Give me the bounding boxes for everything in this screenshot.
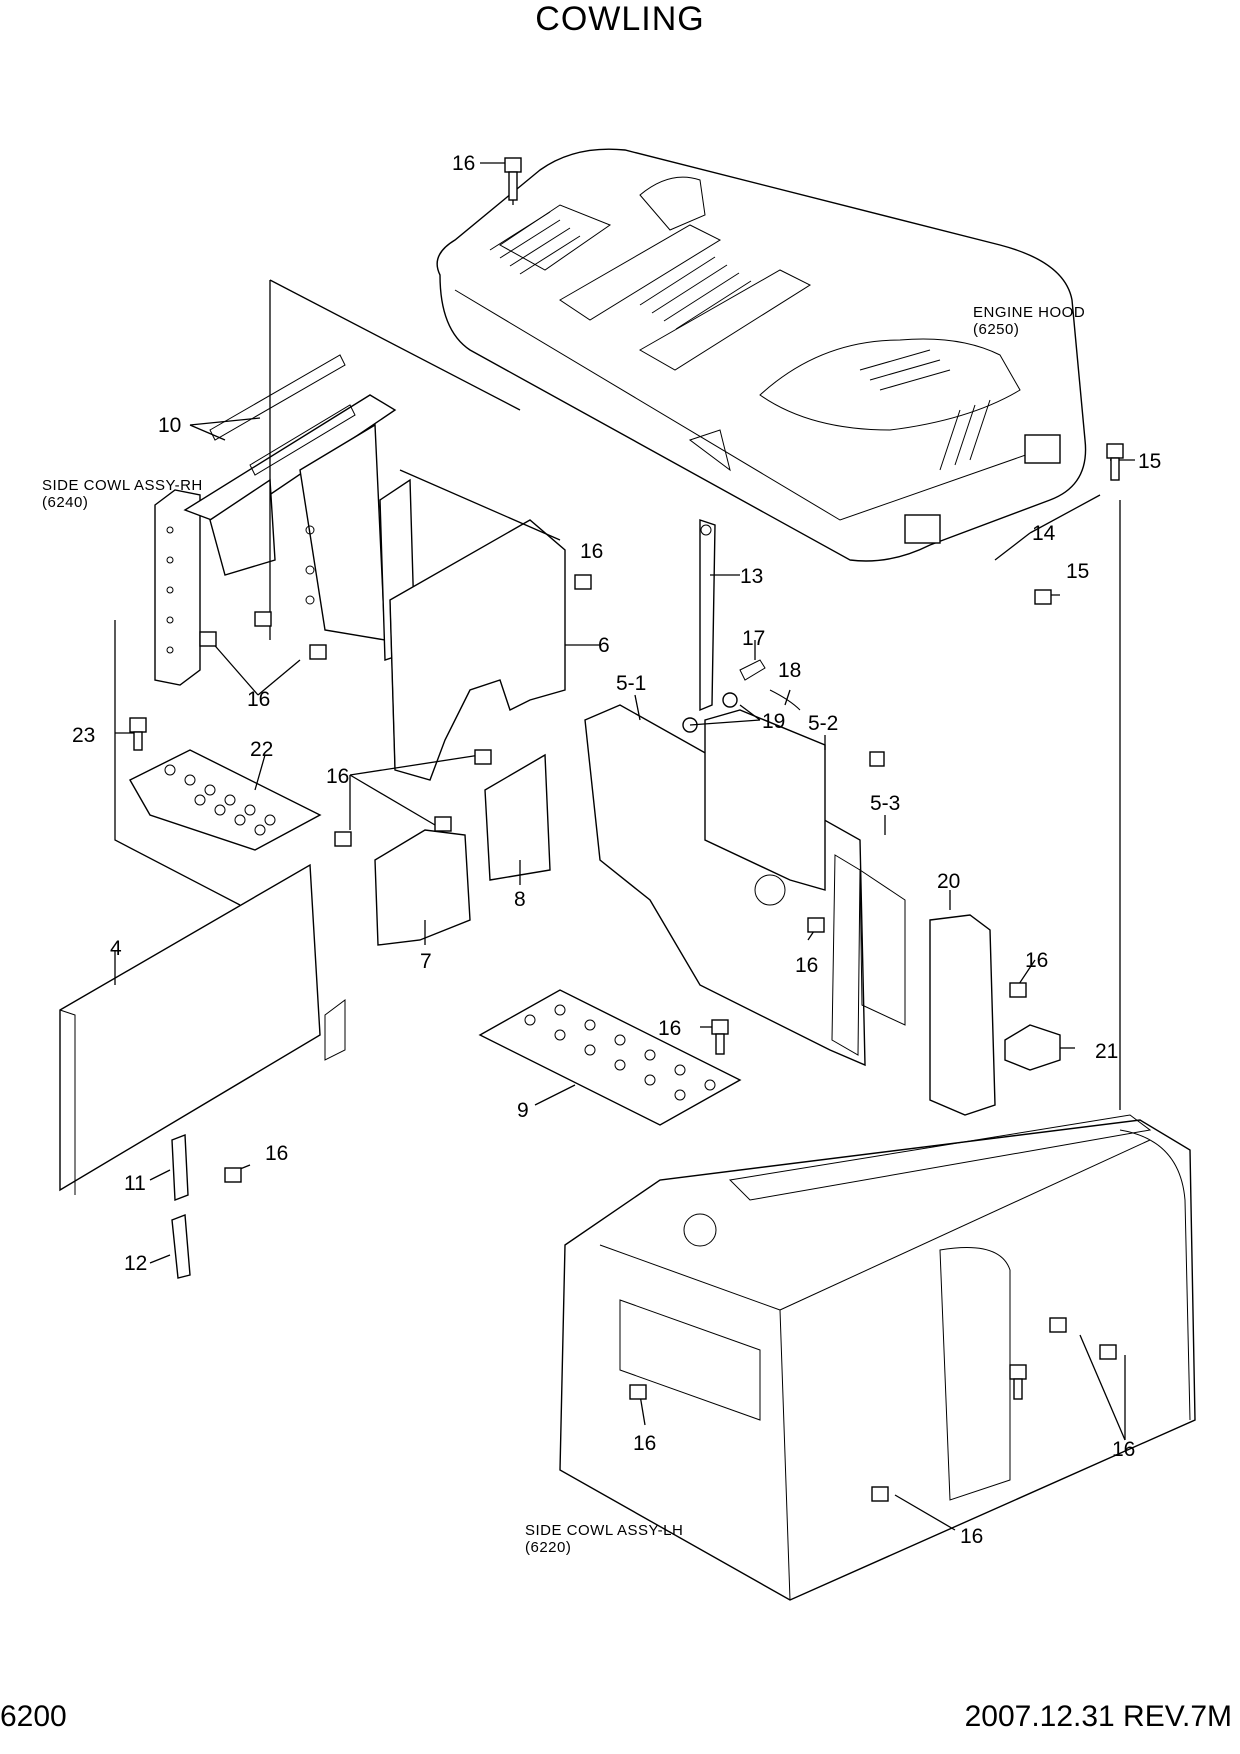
callout-16: 16	[960, 1525, 983, 1548]
callout-20: 20	[937, 870, 960, 893]
engine-hood-part	[436, 148, 1087, 562]
callout-5-1: 5-1	[616, 672, 646, 695]
panel-5-1-part	[584, 704, 866, 1067]
callout-16: 16	[1025, 949, 1048, 972]
panel-7-part	[374, 829, 471, 946]
callout-10: 10	[158, 414, 181, 437]
callout-21: 21	[1095, 1040, 1118, 1063]
callout-12: 12	[124, 1252, 147, 1275]
side-cowl-rh-part	[154, 354, 416, 686]
callout-16: 16	[1112, 1438, 1135, 1461]
callout-16: 16	[633, 1432, 656, 1455]
panel-6-part	[389, 519, 566, 781]
callout-16: 16	[326, 765, 349, 788]
plate-11-part	[171, 1133, 189, 1202]
callout-5-3: 5-3	[870, 792, 900, 815]
callout-22: 22	[250, 738, 273, 761]
callout-18: 18	[778, 659, 801, 682]
bolt-set	[129, 157, 1124, 1502]
callout-15: 15	[1138, 450, 1161, 473]
callout-9: 9	[517, 1099, 529, 1122]
callout-16: 16	[452, 152, 475, 175]
block-21-part	[1004, 1024, 1061, 1071]
stay-13-part	[699, 519, 716, 712]
bracket-20-part	[929, 914, 996, 1116]
callout-11: 11	[124, 1172, 146, 1195]
side-cowl-rh-label: SIDE COWL ASSY-RH	[42, 477, 203, 494]
panel-4-part	[59, 863, 321, 1192]
callout-17: 17	[742, 627, 765, 650]
callout-7: 7	[420, 950, 432, 973]
callout-16: 16	[580, 540, 603, 563]
callout-15: 15	[1066, 560, 1089, 583]
callout-16: 16	[658, 1017, 681, 1040]
panel-8-part	[484, 753, 551, 881]
callout-6: 6	[598, 634, 610, 657]
revision-date: 2007.12.31 REV.7M	[964, 1700, 1232, 1733]
side-cowl-rh-code: (6240)	[42, 494, 88, 511]
side-cowl-lh-label: SIDE COWL ASSY-LH	[525, 1522, 683, 1539]
callout-16: 16	[265, 1142, 288, 1165]
clip-18-part	[769, 689, 801, 711]
page-number: 6200	[0, 1700, 67, 1733]
callout-5-2: 5-2	[808, 712, 838, 735]
plate-12-part	[171, 1214, 191, 1279]
callout-4: 4	[110, 937, 122, 960]
panel-5-2-part	[704, 709, 826, 891]
pin-17-part	[739, 659, 766, 681]
callout-16: 16	[247, 688, 270, 711]
callout-19: 19	[762, 710, 785, 733]
callout-13: 13	[740, 565, 763, 588]
callout-16: 16	[795, 954, 818, 977]
callout-14: 14	[1032, 522, 1056, 545]
step-9-part	[478, 989, 742, 1126]
side-cowl-lh-code: (6220)	[525, 1539, 571, 1556]
engine-hood-label: ENGINE HOOD	[973, 304, 1085, 321]
page-title: COWLING	[535, 0, 705, 38]
callout-23: 23	[72, 724, 95, 747]
side-cowl-lh-part	[559, 1114, 1196, 1601]
callout-8: 8	[514, 888, 526, 911]
engine-hood-code: (6250)	[973, 321, 1019, 338]
